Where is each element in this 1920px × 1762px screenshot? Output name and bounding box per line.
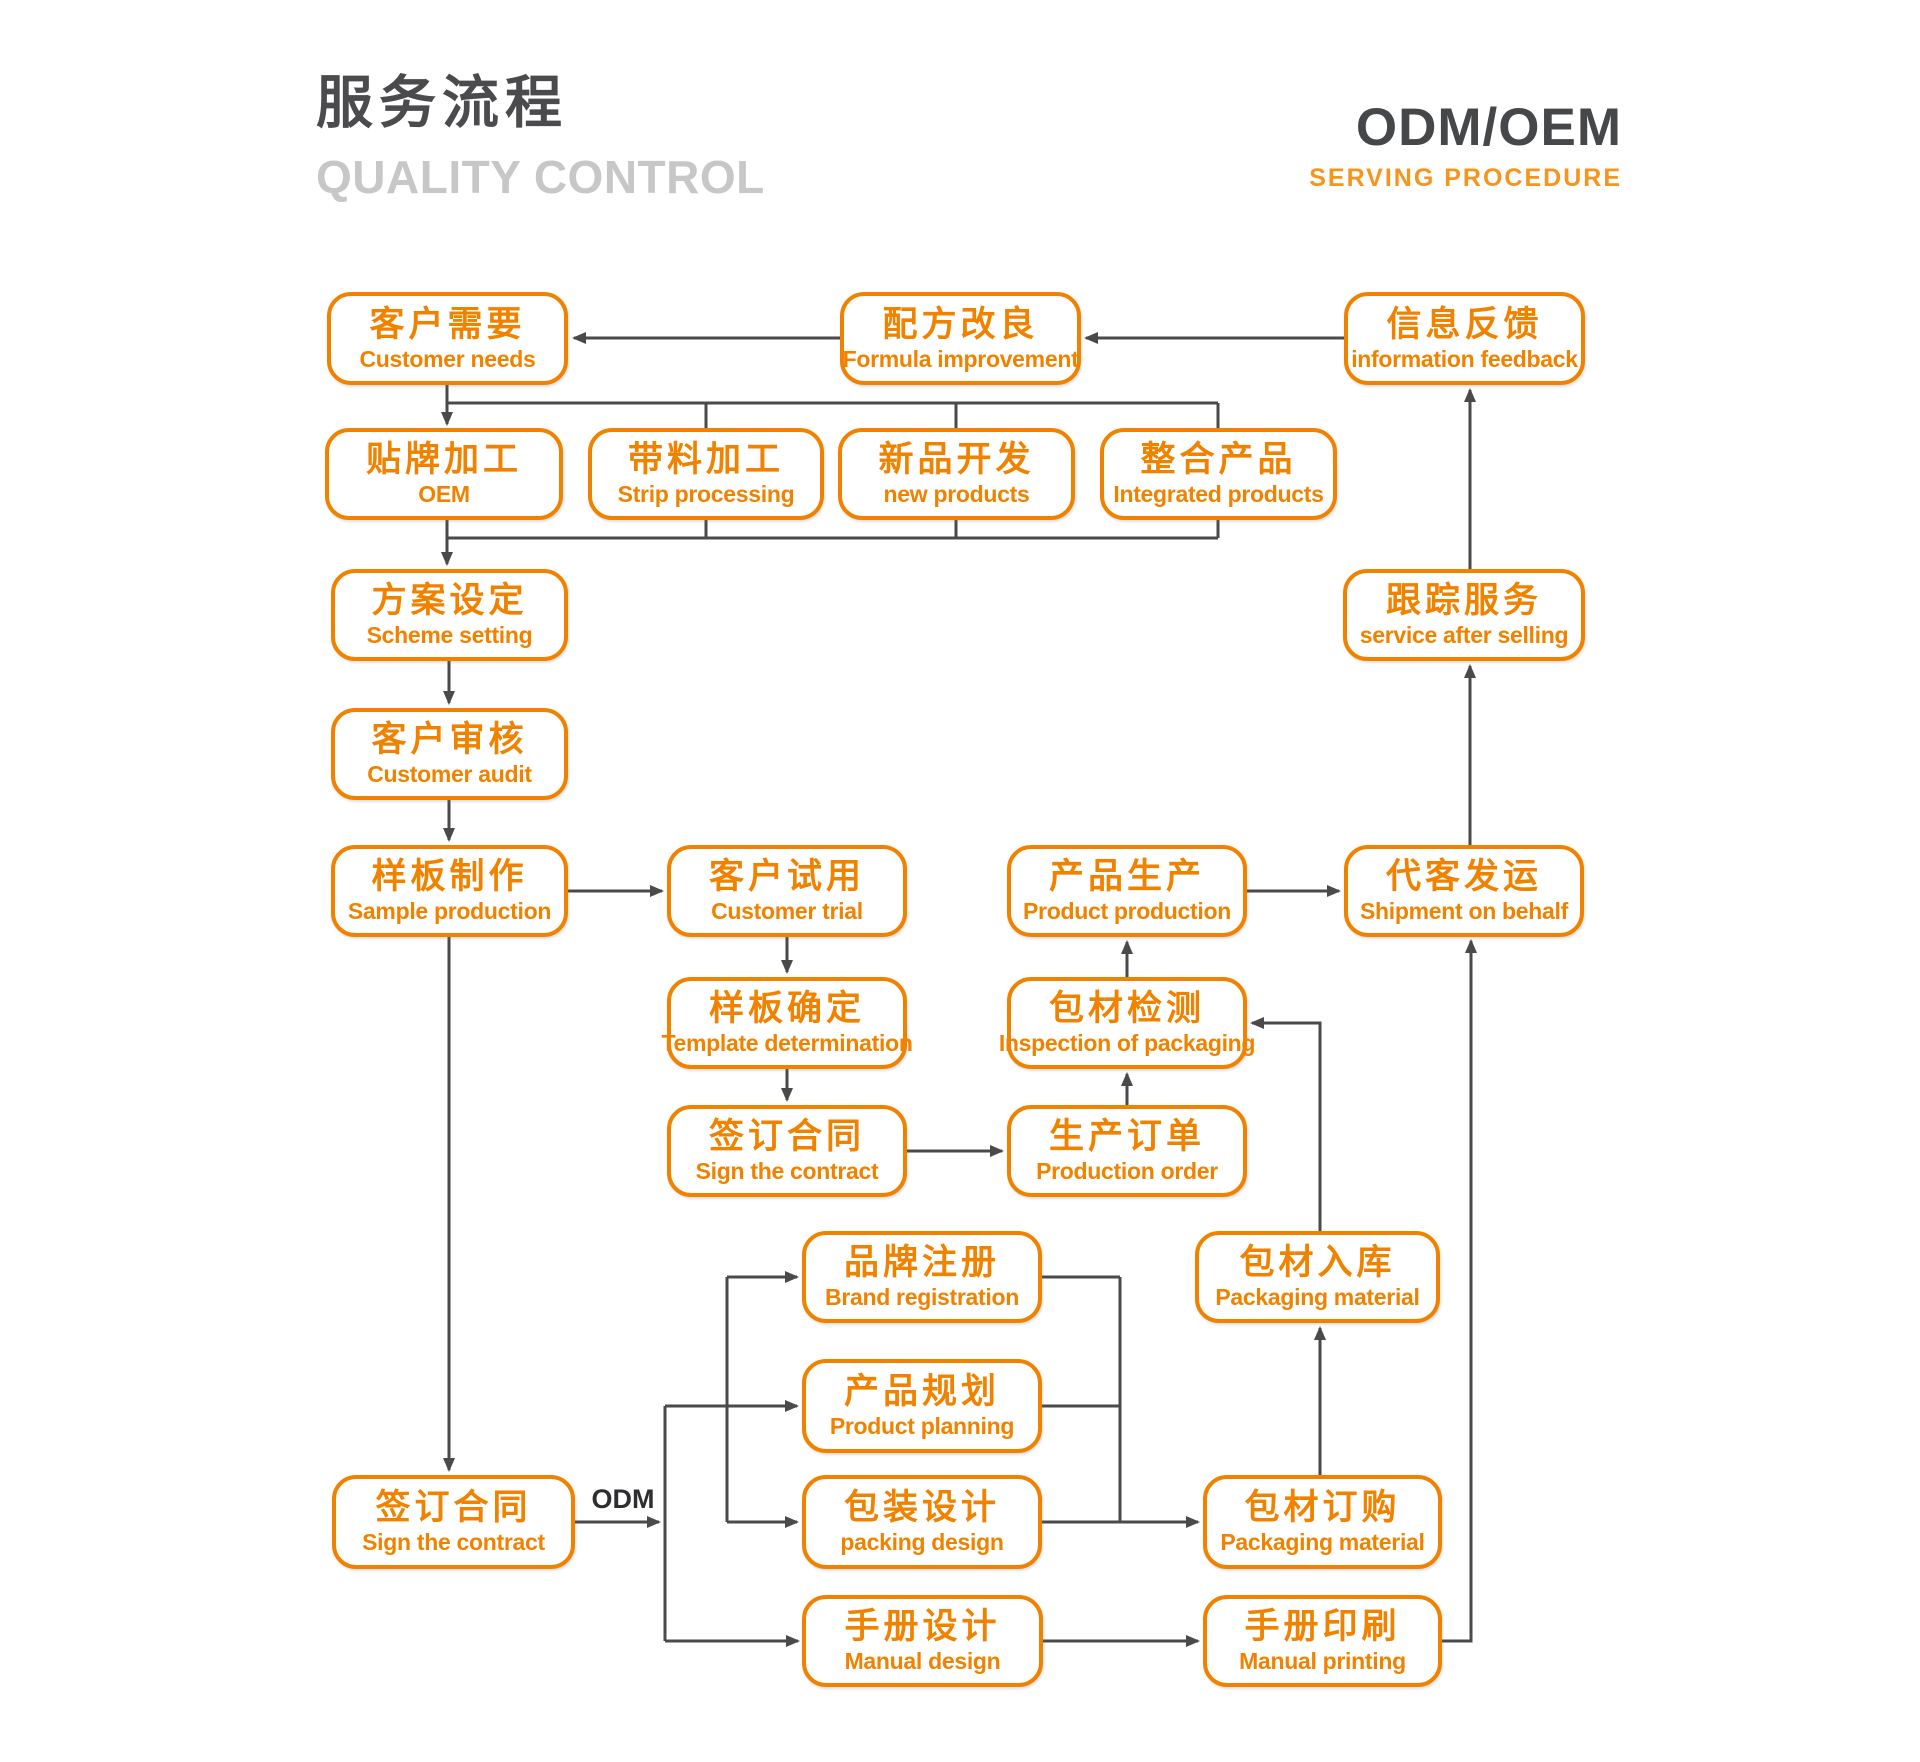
node-strip-processing-en: Strip processing	[617, 481, 795, 508]
node-customer-audit-en: Customer audit	[367, 761, 532, 788]
header-right-subtitle: SERVING PROCEDURE	[1309, 163, 1622, 192]
node-oem-processing-cn: 贴牌加工	[365, 440, 522, 480]
page-subtitle: QUALITY CONTROL	[316, 151, 765, 203]
node-manual-printing-cn: 手册印刷	[1244, 1607, 1401, 1647]
node-production-order-en: Production order	[1036, 1158, 1218, 1185]
connector-warehousing-to-inspection	[1250, 1017, 1322, 1231]
node-sign-contract-sample-cn: 签订合同	[708, 1117, 865, 1157]
node-production-order: 生产订单 Production order	[1007, 1105, 1247, 1197]
node-scheme-setting-cn: 方案设定	[371, 581, 528, 621]
node-inspection-of-packaging-en: Inspection of packaging	[998, 1030, 1256, 1057]
header-right: ODM/OEM SERVING PROCEDURE	[1309, 100, 1622, 193]
node-service-after-selling: 跟踪服务 service after selling	[1343, 569, 1585, 661]
node-manual-design-cn: 手册设计	[844, 1607, 1001, 1647]
node-integrated-products: 整合产品 Integrated products	[1100, 428, 1337, 520]
node-inspection-of-packaging: 包材检测 Inspection of packaging	[999, 977, 1255, 1069]
connector-row2-merge	[445, 520, 1220, 540]
node-information-feedback: 信息反馈 information feedback	[1344, 292, 1585, 385]
node-customer-needs: 客户需要 Customer needs	[327, 292, 568, 385]
node-formula-improvement-cn: 配方改良	[882, 304, 1039, 344]
node-information-feedback-cn: 信息反馈	[1386, 304, 1543, 344]
node-brand-registration: 品牌注册 Brand registration	[802, 1231, 1042, 1323]
node-sample-production-en: Sample production	[347, 898, 552, 925]
node-information-feedback-en: information feedback	[1351, 345, 1578, 372]
node-manual-printing: 手册印刷 Manual printing	[1203, 1595, 1442, 1687]
node-product-production-cn: 产品生产	[1048, 857, 1205, 897]
node-packing-design-en: packing design	[840, 1529, 1004, 1556]
node-scheme-setting-en: Scheme setting	[366, 622, 533, 649]
node-customer-needs-cn: 客户需要	[369, 304, 526, 344]
node-manual-design-en: Manual design	[844, 1648, 1001, 1675]
node-new-products-cn: 新品开发	[878, 440, 1035, 480]
node-brand-registration-en: Brand registration	[825, 1284, 1019, 1311]
node-product-production-en: Product production	[1023, 898, 1231, 925]
node-sign-contract-odm: 签订合同 Sign the contract	[332, 1475, 575, 1569]
node-product-planning-en: Product planning	[829, 1413, 1015, 1440]
node-customer-audit-cn: 客户审核	[371, 720, 528, 760]
node-packaging-warehousing-en: Packaging material	[1215, 1284, 1420, 1311]
node-new-products: 新品开发 new products	[838, 428, 1075, 520]
connector-printing-to-shipment	[1442, 939, 1477, 1643]
odm-edge-label: ODM	[591, 1484, 655, 1514]
page-title: 服务流程	[316, 71, 568, 135]
node-template-determination-cn: 样板确定	[708, 989, 865, 1029]
node-sign-contract-sample: 签订合同 Sign the contract	[667, 1105, 907, 1197]
node-customer-audit: 客户审核 Customer audit	[331, 708, 568, 800]
node-template-determination-en: Template determination	[661, 1030, 913, 1057]
node-packaging-warehousing: 包材入库 Packaging material	[1195, 1231, 1440, 1323]
node-manual-design: 手册设计 Manual design	[802, 1595, 1043, 1687]
node-packing-design-cn: 包装设计	[843, 1488, 1000, 1528]
node-oem-processing: 贴牌加工 OEM	[325, 428, 563, 520]
node-product-planning: 产品规划 Product planning	[802, 1359, 1042, 1453]
node-packaging-warehousing-cn: 包材入库	[1239, 1243, 1396, 1283]
node-customer-needs-en: Customer needs	[359, 345, 536, 372]
node-brand-registration-cn: 品牌注册	[843, 1243, 1000, 1283]
node-packing-design: 包装设计 packing design	[802, 1475, 1042, 1569]
node-production-order-cn: 生产订单	[1048, 1117, 1205, 1157]
node-scheme-setting: 方案设定 Scheme setting	[331, 569, 568, 661]
node-customer-trial-en: Customer trial	[711, 898, 863, 925]
node-product-production: 产品生产 Product production	[1007, 845, 1247, 937]
node-shipment-on-behalf-en: Shipment on behalf	[1360, 898, 1568, 925]
node-customer-trial: 客户试用 Customer trial	[667, 845, 907, 937]
node-packaging-ordering-cn: 包材订购	[1244, 1488, 1401, 1528]
node-strip-processing: 带料加工 Strip processing	[588, 428, 824, 520]
node-sample-production: 样板制作 Sample production	[331, 845, 568, 937]
node-customer-trial-cn: 客户试用	[708, 857, 865, 897]
node-oem-processing-en: OEM	[418, 481, 470, 508]
node-inspection-of-packaging-cn: 包材检测	[1048, 989, 1205, 1029]
node-formula-improvement-en: Formula improvement	[842, 345, 1079, 372]
node-manual-printing-en: Manual printing	[1239, 1648, 1406, 1675]
node-service-after-selling-cn: 跟踪服务	[1385, 581, 1542, 621]
node-sample-production-cn: 样板制作	[371, 857, 528, 897]
node-sign-contract-odm-cn: 签订合同	[375, 1488, 532, 1528]
node-shipment-on-behalf-cn: 代客发运	[1385, 857, 1542, 897]
node-service-after-selling-en: service after selling	[1359, 622, 1569, 649]
node-formula-improvement: 配方改良 Formula improvement	[840, 292, 1081, 385]
node-sign-contract-odm-en: Sign the contract	[362, 1529, 545, 1556]
node-sign-contract-sample-en: Sign the contract	[695, 1158, 879, 1185]
node-new-products-en: new products	[883, 481, 1030, 508]
connector-customer-needs-branch	[445, 385, 1220, 428]
node-shipment-on-behalf: 代客发运 Shipment on behalf	[1344, 845, 1584, 937]
node-integrated-products-en: Integrated products	[1113, 481, 1324, 508]
node-integrated-products-cn: 整合产品	[1140, 440, 1297, 480]
node-packaging-ordering: 包材订购 Packaging material	[1203, 1475, 1442, 1569]
node-template-determination: 样板确定 Template determination	[661, 977, 913, 1069]
node-packaging-ordering-en: Packaging material	[1220, 1529, 1425, 1556]
node-strip-processing-cn: 带料加工	[627, 440, 784, 480]
node-product-planning-cn: 产品规划	[843, 1372, 1000, 1412]
header-right-title: ODM/OEM	[1355, 98, 1622, 157]
